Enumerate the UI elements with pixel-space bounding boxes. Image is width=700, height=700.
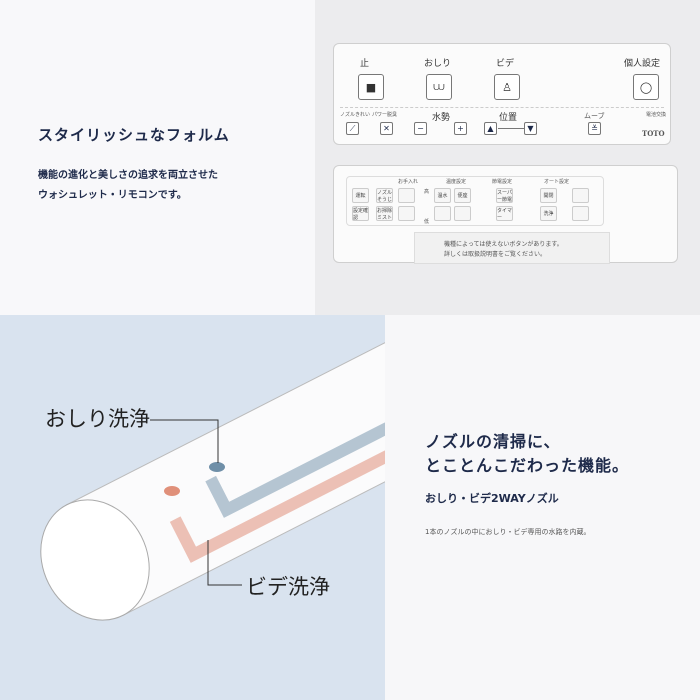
stop-button: ■ (358, 74, 384, 100)
nozzle-button: ノズルそうじ (376, 188, 393, 203)
bidet-channel (169, 408, 385, 563)
remote-front: 止 ■ おしり ⩊ ビデ ♙ 個人設定 ◯ ノズルきれい ⟋ パワー脱臭 ✕ 水… (333, 43, 671, 145)
super-button: スーパー節電 (496, 188, 513, 203)
stop-label: 止 (360, 59, 370, 69)
blank-button (572, 188, 589, 203)
low-label: 低 (424, 219, 430, 225)
section-body-2: ウォシュレット・リモコンです。 (38, 190, 187, 201)
notice-1: 機種によっては使えないボタンがあります。 (444, 241, 563, 248)
warm-water-button: 温水 (434, 188, 451, 203)
nozzle-clean-icon: ⟋ (346, 122, 359, 135)
check-button: 設定確認 (352, 206, 369, 221)
energy-label: 節電設定 (492, 179, 513, 185)
nozzle-subheading: おしり・ビデ2WAYノズル (425, 492, 559, 505)
toto-logo: TOTO (642, 129, 665, 138)
nozzle-section: ノズルの清掃に、 とことんこだわった機能。 おしり・ビデ2WAYノズル 1本のノ… (385, 315, 700, 700)
water-pressure-label: 水勢 (432, 113, 451, 123)
blank-button (434, 206, 451, 221)
bidet-icon: ♙ (494, 74, 520, 100)
personal-label: 個人設定 (624, 59, 661, 69)
nozzle-heading-1: ノズルの清掃に、 (425, 432, 561, 451)
temp-label: 温度設定 (446, 179, 467, 185)
flush-button: 洗浄 (540, 206, 557, 221)
section-heading: スタイリッシュなフォルム (38, 126, 230, 144)
run-button: 運転 (352, 188, 369, 203)
battery-label: 電池交換 (646, 112, 667, 118)
notice-2: 詳しくは取扱説明書をご覧ください。 (444, 251, 547, 258)
nozzle-clean-label: ノズルきれい (340, 112, 371, 118)
mist-button: お掃除ミスト (376, 206, 393, 221)
open-close-button: 開閉 (540, 188, 557, 203)
stylish-form-section: スタイリッシュなフォルム 機能の進化と美しさの追求を両立させた ウォシュレット・… (0, 0, 315, 315)
nozzle-illustration: おしり洗浄 ビデ洗浄 (0, 315, 385, 700)
auto-label: オート設定 (544, 179, 570, 185)
blank-button (398, 206, 415, 221)
fan-icon: ✕ (380, 122, 393, 135)
remote-panel: お手入れ 温度設定 節電設定 オート設定 運転 設定確認 ノズルそうじ お掃除ミ… (333, 165, 678, 264)
person-icon: ◯ (633, 74, 659, 100)
seat-button: 便座 (454, 188, 471, 203)
bidet-wash-label: ビデ洗浄 (246, 575, 330, 599)
position-label: 位置 (499, 113, 518, 123)
oshiri-wash-label: おしり洗浄 (45, 407, 150, 431)
nozzle-diagram (40, 322, 385, 621)
move-label: ムーブ (584, 112, 605, 120)
plus-button: + (454, 122, 467, 135)
down-button: ▼ (524, 122, 537, 135)
blank-button (454, 206, 471, 221)
blank-button (398, 188, 415, 203)
minus-button: − (414, 122, 427, 135)
remote-photo: 止 ■ おしり ⩊ ビデ ♙ 個人設定 ◯ ノズルきれい ⟋ パワー脱臭 ✕ 水… (315, 0, 700, 315)
oshiri-label: おしり (424, 59, 452, 69)
up-button: ▲ (484, 122, 497, 135)
oshiri-channel (205, 386, 385, 518)
blank-button (572, 206, 589, 221)
section-body-1: 機能の進化と美しさの追求を両立させた (38, 170, 218, 181)
high-label: 高 (424, 189, 430, 195)
oshiri-icon: ⩊ (426, 74, 452, 100)
nozzle-heading-2: とことんこだわった機能。 (425, 456, 630, 475)
care-label: お手入れ (398, 179, 419, 185)
timer-button: タイマー (496, 206, 513, 221)
deodorize-label: パワー脱臭 (372, 112, 398, 118)
bidet-label: ビデ (496, 59, 515, 69)
move-icon: ≚ (588, 122, 601, 135)
nozzle-body: 1本のノズルの中におしり・ビデ専用の水路を内蔵。 (425, 528, 591, 536)
